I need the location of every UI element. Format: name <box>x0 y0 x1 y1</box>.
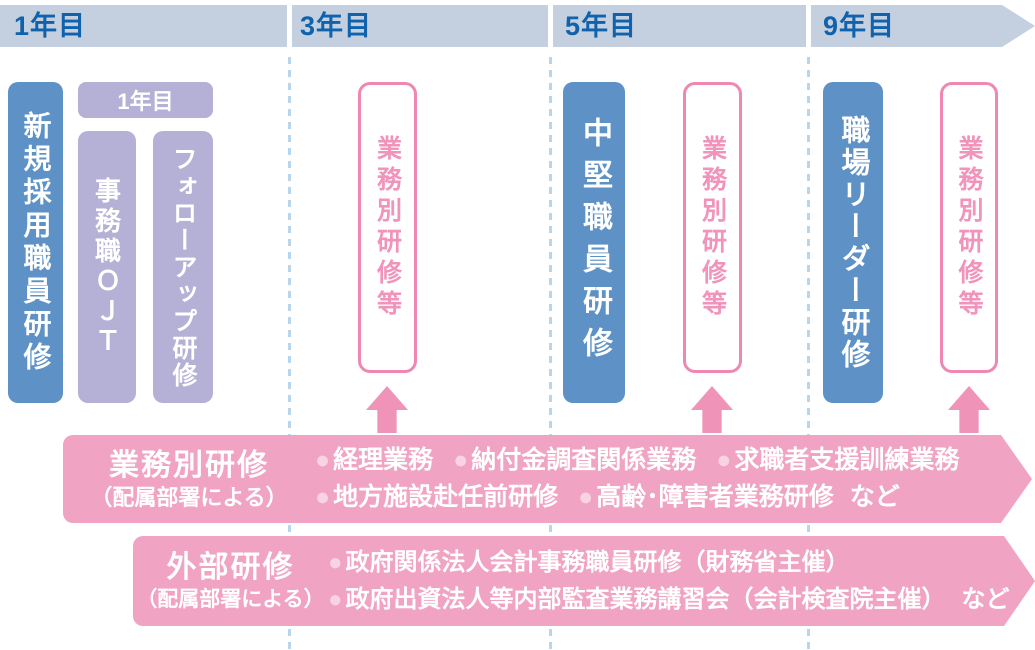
mid-level-training-box: 中堅職員研修 <box>563 82 625 403</box>
bullet-dot-icon: ● <box>328 586 343 613</box>
bullet-list-item: ●政府出資法人等内部監査業務講習会（会計検査院主催） <box>328 586 946 613</box>
task-training-label-year5: 業務別研修等 <box>698 134 727 321</box>
external-training-items-line1: ●政府関係法人会計事務職員研修（財務省主催） <box>328 544 1035 581</box>
external-training-items-line2: ●政府出資法人等内部監査業務講習会（会計検査院主催） など <box>328 581 1035 618</box>
etc-suffix: など <box>849 483 900 511</box>
bullet-dot-icon: ● <box>578 483 594 511</box>
external-training-bar-items: ●政府関係法人会計事務職員研修（財務省主催） ●政府出資法人等内部監査業務講習会… <box>328 544 1035 618</box>
task-training-outline-box-year5: 業務別研修等 <box>683 82 742 373</box>
timeline-header-bar: 1年目 3年目 5年目 9年目 <box>0 5 1035 47</box>
up-arrow-icon <box>691 386 733 433</box>
task-training-bar-subtitle: （配属部署による） <box>90 485 288 510</box>
followup-training-label: フォローアップ研修 <box>169 145 197 389</box>
task-training-items-line1: ●経理業務 ●納付金調査関係業務 ●求職者支援訓練業務 <box>315 442 1032 479</box>
column-divider-dashed <box>549 57 552 650</box>
bullet-list-item: ●求職者支援訓練業務 <box>716 446 960 474</box>
bullet-dot-icon: ● <box>315 446 331 474</box>
task-training-summary-bar: 業務別研修 （配属部署による） ●経理業務 ●納付金調査関係業務 ●求職者支援訓練業… <box>63 435 1032 523</box>
ojt-group-header-label: 1年目 <box>117 89 174 114</box>
bullet-dot-icon: ● <box>315 483 331 511</box>
bullet-list-item: ●経理業務 <box>315 446 434 474</box>
bullet-list-item: ●高齢･障害者業務研修 <box>578 483 834 511</box>
task-training-outline-box-year3: 業務別研修等 <box>358 82 417 373</box>
new-staff-training-label: 新規採用職員研修 <box>20 110 52 375</box>
external-training-bar-heading: 外部研修 （配属部署による） <box>133 549 328 613</box>
task-training-label-year3: 業務別研修等 <box>373 134 402 321</box>
mid-level-training-label: 中堅職員研修 <box>578 116 611 369</box>
column-divider-dashed <box>807 57 810 650</box>
task-training-outline-box-year9: 業務別研修等 <box>940 82 998 373</box>
leader-training-box: 職場リーダー研修 <box>823 82 883 403</box>
clerical-ojt-label: 事務職ＯＪＴ <box>91 177 122 357</box>
column-divider-dashed <box>288 57 291 650</box>
clerical-ojt-box: 事務職ＯＪＴ <box>78 131 136 403</box>
external-training-bar-title: 外部研修 <box>166 551 295 585</box>
task-training-bar-items: ●経理業務 ●納付金調査関係業務 ●求職者支援訓練業務 ●地方施設赴任前研修 ●高齢･… <box>315 442 1032 516</box>
external-training-summary-bar: 外部研修 （配属部署による） ●政府関係法人会計事務職員研修（財務省主催） ●政… <box>133 536 1035 626</box>
task-training-items-line2: ●地方施設赴任前研修 ●高齢･障害者業務研修など <box>315 479 1032 516</box>
bullet-list-item: ●地方施設赴任前研修 <box>315 483 559 511</box>
leader-training-label: 職場リーダー研修 <box>837 114 869 371</box>
bullet-dot-icon: ● <box>328 549 343 576</box>
bullet-list-item: ●納付金調査関係業務 <box>453 446 697 474</box>
timeline-separator <box>806 5 811 47</box>
new-staff-training-box: 新規採用職員研修 <box>8 82 63 403</box>
timeline-separator <box>287 5 292 47</box>
year-label-3: 3年目 <box>300 11 373 41</box>
followup-training-box: フォローアップ研修 <box>153 131 213 403</box>
etc-suffix: など <box>961 586 1010 613</box>
year-label-5: 5年目 <box>565 11 638 41</box>
task-training-bar-heading: 業務別研修 （配属部署による） <box>63 447 315 512</box>
up-arrow-icon <box>948 386 990 433</box>
ojt-group-header-chip: 1年目 <box>78 82 213 118</box>
bullet-list-item: ●政府関係法人会計事務職員研修（財務省主催） <box>328 549 850 576</box>
task-training-bar-title: 業務別研修 <box>109 448 269 482</box>
external-training-bar-subtitle: （配属部署による） <box>136 587 325 611</box>
bullet-dot-icon: ● <box>453 446 469 474</box>
up-arrow-icon <box>366 386 408 433</box>
bullet-dot-icon: ● <box>716 446 732 474</box>
year-label-9: 9年目 <box>823 11 896 41</box>
task-training-label-year9: 業務別研修等 <box>955 134 983 321</box>
year-label-1: 1年目 <box>14 11 87 41</box>
timeline-separator <box>548 5 553 47</box>
